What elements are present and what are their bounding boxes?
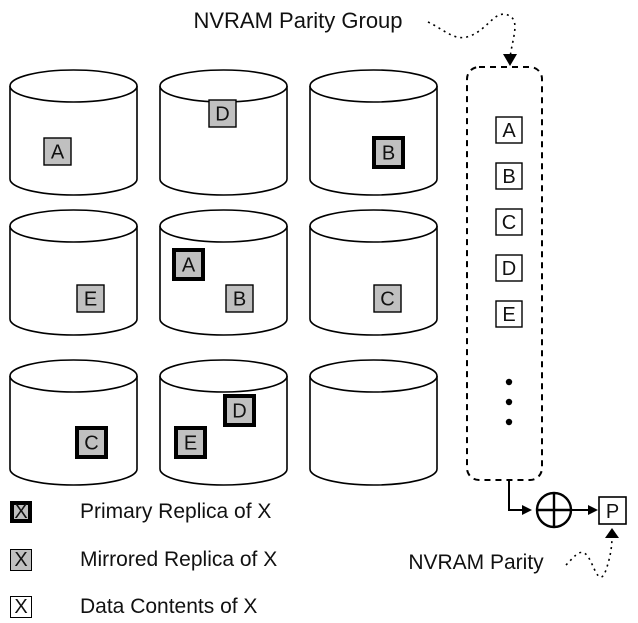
disk-body <box>159 86 288 196</box>
disk-8: ED <box>159 359 288 486</box>
parity-group-item: D <box>495 254 523 282</box>
data-contents-block <box>495 116 523 144</box>
legend-mirrored-swatch: X <box>10 549 32 571</box>
parity-group-item: B <box>495 162 523 190</box>
block-label: C <box>502 212 516 234</box>
group-to-xor-line <box>508 480 532 515</box>
parity-group-item: E <box>495 300 523 328</box>
data-contents-block <box>495 300 523 328</box>
block-label: E <box>84 289 97 311</box>
legend-primary-label: Primary Replica of X <box>80 500 272 523</box>
data-contents-block <box>495 208 523 236</box>
legend-data-swatch: X <box>10 596 32 618</box>
title-pointer-arrowhead <box>503 54 517 66</box>
block-label: A <box>502 120 516 142</box>
parity-group-items: A B C D E <box>495 116 523 328</box>
disk-top <box>9 69 138 103</box>
parity-pointer-curve <box>565 535 613 578</box>
disk-7: C <box>9 359 138 486</box>
mirrored-replica-block <box>208 99 237 128</box>
parity-pointer-arrowhead <box>605 528 619 538</box>
parity-group-box <box>466 66 543 481</box>
disk-body <box>9 226 138 336</box>
legend-primary-swatch: X <box>10 501 32 523</box>
title-pointer-curve <box>427 13 516 59</box>
block-label: D <box>232 401 246 423</box>
disk-4: E <box>9 209 138 336</box>
ellipsis-dots <box>505 378 513 426</box>
parity-group-title: NVRAM Parity Group <box>193 8 402 33</box>
parity-label: NVRAM Parity <box>408 551 544 574</box>
primary-replica-block <box>75 426 108 459</box>
primary-replica-block <box>372 136 405 169</box>
disk-3: B <box>309 69 438 196</box>
legend-data-label: Data Contents of X <box>80 595 258 618</box>
legend-data: X Data Contents of X <box>10 592 257 622</box>
parity-box-label: P <box>606 501 619 523</box>
disk-top <box>159 359 288 393</box>
disk-top <box>159 69 288 103</box>
primary-replica-block <box>223 394 256 427</box>
parity-group-item: A <box>495 116 523 144</box>
data-contents-block <box>495 162 523 190</box>
block-label: B <box>233 289 246 311</box>
mirrored-replica-block <box>373 284 402 313</box>
block-label: D <box>502 258 516 280</box>
block-label: A <box>51 142 65 164</box>
primary-replica-block <box>172 248 205 281</box>
disk-top <box>9 359 138 393</box>
block-label: C <box>380 289 394 311</box>
disk-2: D <box>159 69 288 196</box>
data-contents-block <box>495 254 523 282</box>
xor-icon <box>535 491 573 529</box>
disk-body <box>309 226 438 336</box>
disk-top <box>309 69 438 103</box>
block-label: E <box>184 433 197 455</box>
block-label: D <box>215 104 229 126</box>
disk-6: C <box>309 209 438 336</box>
parity-box <box>598 496 627 525</box>
block-label: C <box>84 433 98 455</box>
primary-replica-block <box>174 426 207 459</box>
disk-body <box>309 376 438 486</box>
disk-1: A <box>9 69 138 196</box>
legend-mirrored-label: Mirrored Replica of X <box>80 548 278 571</box>
block-label: E <box>502 304 515 326</box>
disk-top <box>9 209 138 243</box>
disk-5: AB <box>159 209 288 336</box>
parity-group-item: C <box>495 208 523 236</box>
block-label: B <box>382 143 395 165</box>
disk-top <box>159 209 288 243</box>
mirrored-replica-block <box>225 284 254 313</box>
disk-9 <box>309 359 438 486</box>
disk-top <box>309 209 438 243</box>
block-label: B <box>502 166 515 188</box>
mirrored-replica-block <box>76 284 105 313</box>
legend-mirrored: X Mirrored Replica of X <box>10 545 277 575</box>
legend-primary: X Primary Replica of X <box>10 497 271 527</box>
disk-top <box>309 359 438 393</box>
disk-body <box>9 86 138 196</box>
mirrored-replica-block <box>43 137 72 166</box>
block-label: A <box>182 255 196 277</box>
